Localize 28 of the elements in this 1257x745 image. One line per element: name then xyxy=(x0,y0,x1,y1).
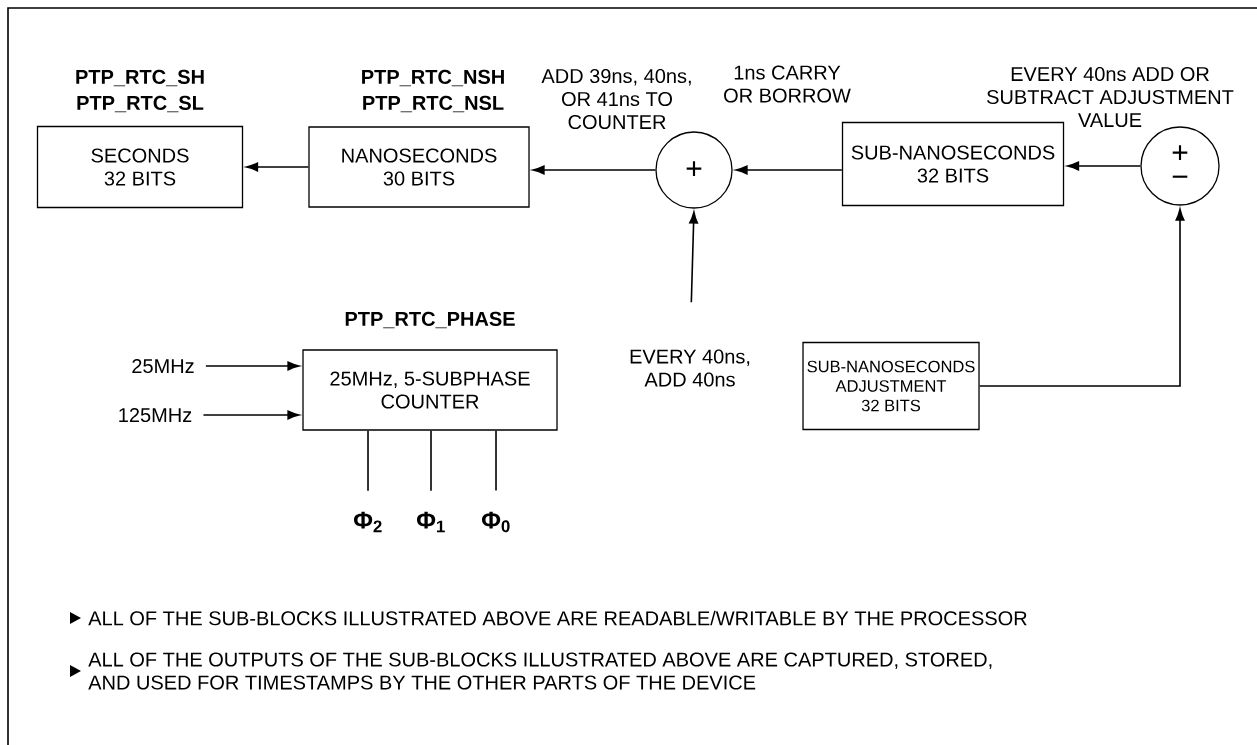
note-text: ALL OF THE OUTPUTS OF THE SUB-BLOCKS ILLUSTRATED ABOVE ARE CAPTURED, STORED, AND USED FOR TIMESTAMPS BY THE OTHER PARTS OF THE DEVICE xyxy=(88,652,992,690)
arrow xyxy=(202,410,300,420)
counter-box: 25MHz, 5-SUBPHASE COUNTER xyxy=(302,349,558,431)
register-name: PTP_RTC_PHASE xyxy=(345,311,515,329)
register-box: SECONDS 32 BITS xyxy=(36,125,244,209)
edge-label: 1ns CARRY OR BORROW xyxy=(719,64,855,104)
register-box: SUB-NANOSECONDS 32 BITS xyxy=(841,121,1065,207)
register-name: PTP_RTC_NSL xyxy=(363,95,504,113)
operation-note: ADD 39ns, 40ns, OR 41ns TO COUNTER xyxy=(541,68,691,130)
register-name: PTP_RTC_SL xyxy=(77,95,204,113)
register-box: SUB-NANOSECONDS ADJUSTMENT 32 BITS xyxy=(802,341,980,431)
clock-label: 125MHz xyxy=(119,407,192,423)
arrow xyxy=(246,162,310,172)
arrow xyxy=(735,165,843,175)
note-text: ALL OF THE SUB-BLOCKS ILLUSTRATED ABOVE ARE READABLE/WRITABLE BY THE PROCESSOR xyxy=(88,610,1027,626)
phase-output-label: Φ$_{0}$ xyxy=(481,511,510,533)
phase-output-label: Φ$_{2}$ xyxy=(353,511,382,533)
arrow xyxy=(532,165,657,175)
arrow xyxy=(1067,161,1142,171)
arrow xyxy=(205,361,300,371)
phase-output-label: Φ$_{1}$ xyxy=(416,511,445,533)
register-name: PTP_RTC_NSH xyxy=(362,69,504,87)
register-name: PTP_RTC_SH xyxy=(76,69,204,87)
arrow xyxy=(978,208,1185,387)
input-label: EVERY 40ns, ADD 40ns xyxy=(630,349,750,387)
arrow xyxy=(689,211,699,304)
register-box: NANOSECONDS 30 BITS xyxy=(308,126,530,208)
clock-label: 25MHz xyxy=(132,358,194,374)
